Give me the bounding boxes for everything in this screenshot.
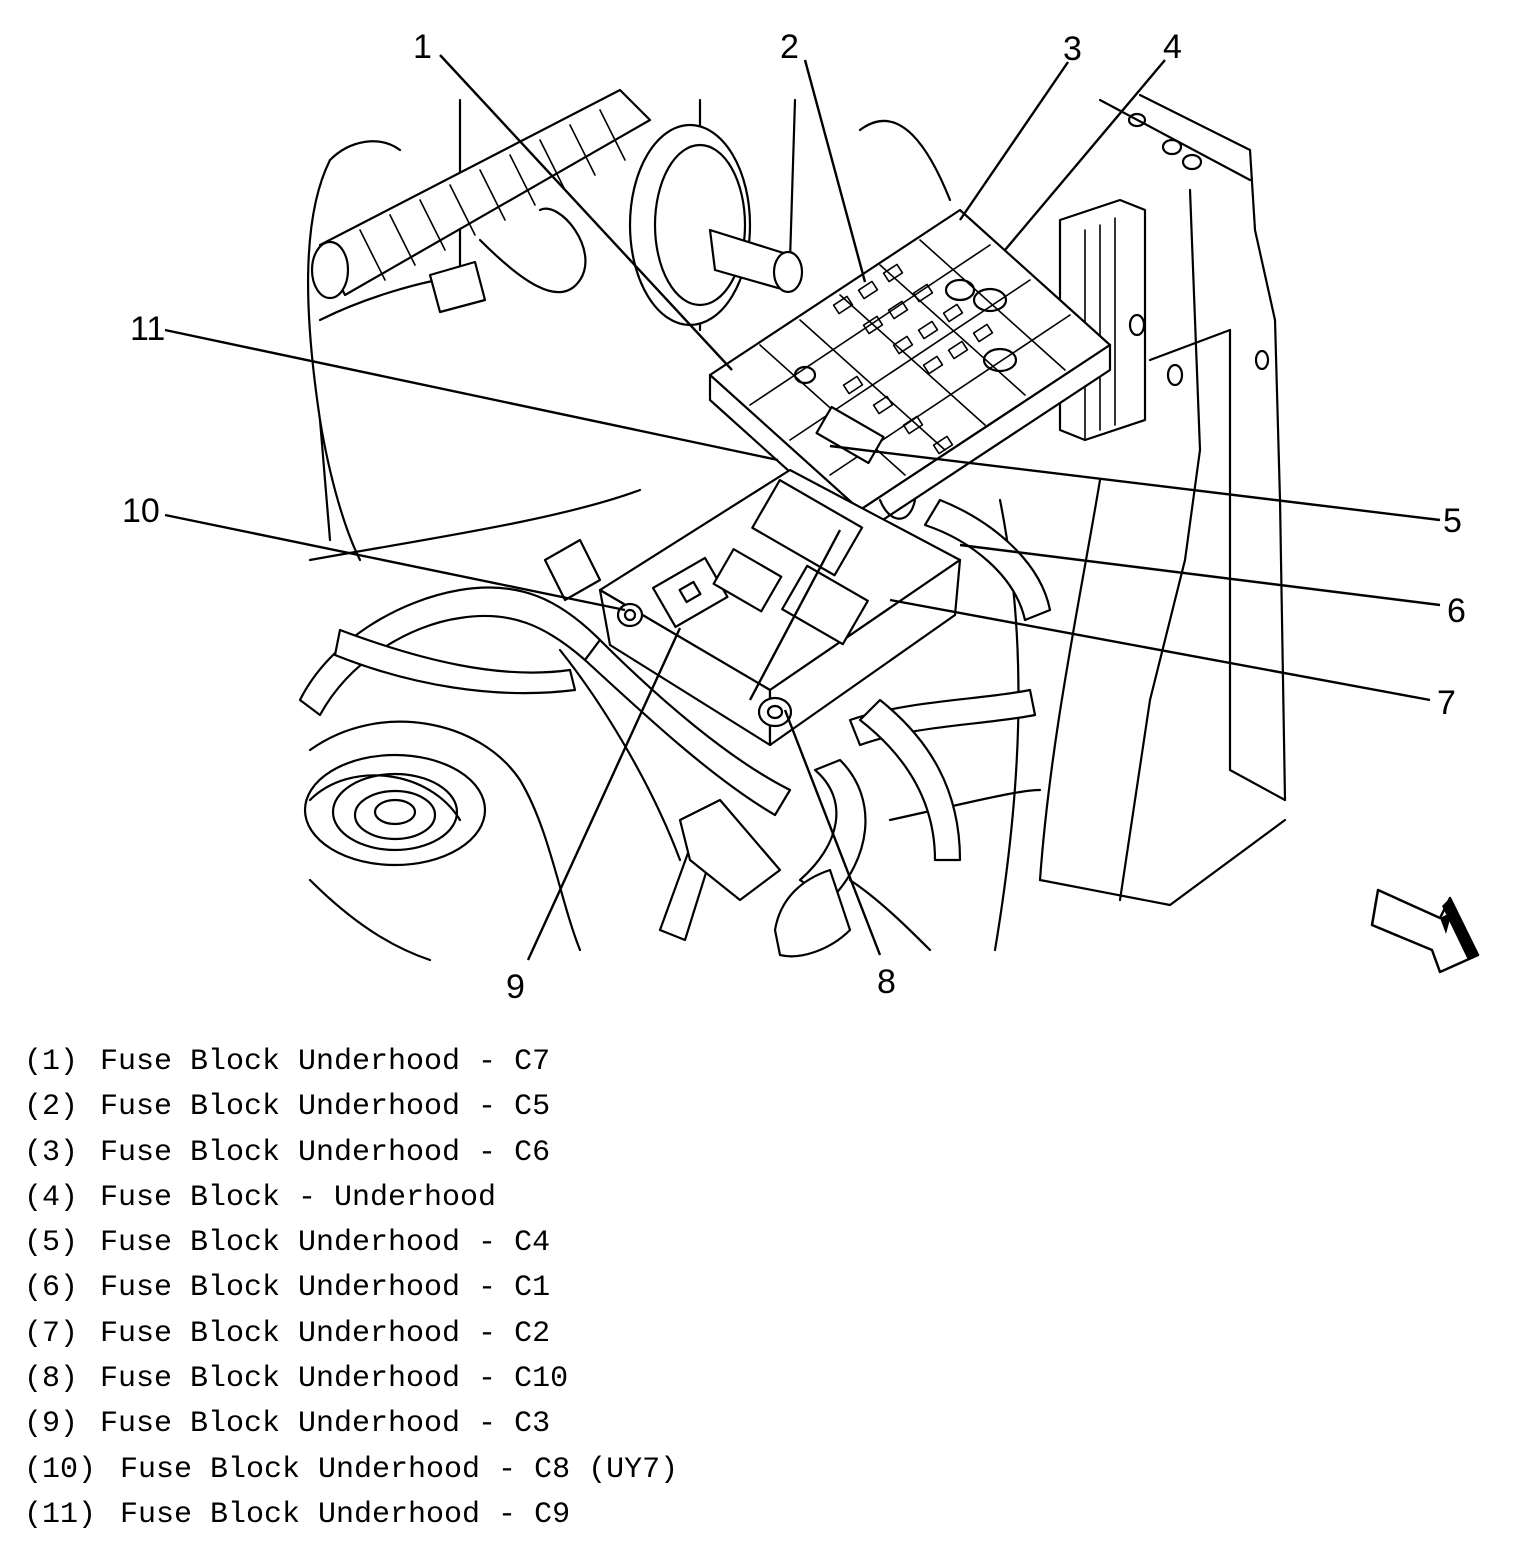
connector-block [428,260,962,902]
callout-10: 10 [122,492,160,530]
legend-item: (1) Fuse Block Underhood - C7 [24,1040,678,1085]
legend-item: (3) Fuse Block Underhood - C6 [24,1131,678,1176]
callout-1: 1 [413,28,432,66]
callout-5: 5 [1443,502,1462,540]
legend-number: (2) [24,1090,79,1125]
legend-item: (6) Fuse Block Underhood - C1 [24,1266,678,1311]
legend-number: (11) [24,1497,97,1532]
legend-number: (5) [24,1226,79,1261]
legend-item: (2) Fuse Block Underhood - C5 [24,1085,678,1130]
wiring-harness [298,119,1052,958]
legend-label: Fuse Block Underhood - C5 [100,1090,551,1125]
legend-item: (5) Fuse Block Underhood - C4 [24,1221,678,1266]
legend-item: (10) Fuse Block Underhood - C8 (UY7) [24,1448,678,1493]
fuse-block-diagram: 1 2 3 4 5 6 7 8 9 10 11 [122,28,1480,1006]
legend-number: (7) [24,1316,79,1351]
legend-item: (9) Fuse Block Underhood - C3 [24,1402,678,1447]
direction-arrow-icon [1370,888,1480,974]
legend-item: (4) Fuse Block - Underhood [24,1176,678,1221]
callout-legend: (1) Fuse Block Underhood - C7 (2) Fuse Blo… [24,1040,678,1538]
legend-label: Fuse Block Underhood - C10 [100,1362,569,1397]
legend-label: Fuse Block Underhood - C2 [100,1316,551,1351]
legend-number: (8) [24,1362,79,1397]
legend-number: (3) [24,1135,79,1170]
callout-6: 6 [1447,592,1466,630]
callout-4: 4 [1163,28,1182,66]
legend-label: Fuse Block Underhood - C9 [120,1497,571,1532]
leader-lines [164,54,1441,961]
legend-item: (7) Fuse Block Underhood - C2 [24,1312,678,1357]
legend-item: (8) Fuse Block Underhood - C10 [24,1357,678,1402]
callout-7: 7 [1437,684,1456,722]
legend-label: Fuse Block Underhood - C8 (UY7) [120,1452,679,1487]
legend-number: (4) [24,1180,79,1215]
legend-label: Fuse Block - Underhood [100,1180,497,1215]
callout-11: 11 [130,310,165,348]
legend-number: (6) [24,1271,79,1306]
fuse-block-underhood [708,208,1112,537]
callout-3: 3 [1063,30,1082,68]
legend-label: Fuse Block Underhood - C3 [100,1407,551,1442]
legend-label: Fuse Block Underhood - C1 [100,1271,551,1306]
side-modules [1058,112,1270,442]
legend-number: (10) [24,1452,97,1487]
callout-numbers: 1 2 3 4 5 6 7 8 9 10 11 [122,28,1466,1006]
legend-number: (9) [24,1407,79,1442]
legend-label: Fuse Block Underhood - C6 [100,1135,551,1170]
legend-item: (11) Fuse Block Underhood - C9 [24,1493,678,1538]
legend-number: (1) [24,1045,79,1079]
brake-booster [628,123,804,327]
legend-label: Fuse Block Underhood - C4 [100,1226,551,1261]
callout-2: 2 [780,28,799,66]
corrugated-hose-upper [310,88,652,300]
strut-tower [303,753,487,867]
callout-8: 8 [877,963,896,1001]
legend-label: Fuse Block Underhood - C7 [100,1045,551,1079]
callout-9: 9 [506,968,525,1006]
